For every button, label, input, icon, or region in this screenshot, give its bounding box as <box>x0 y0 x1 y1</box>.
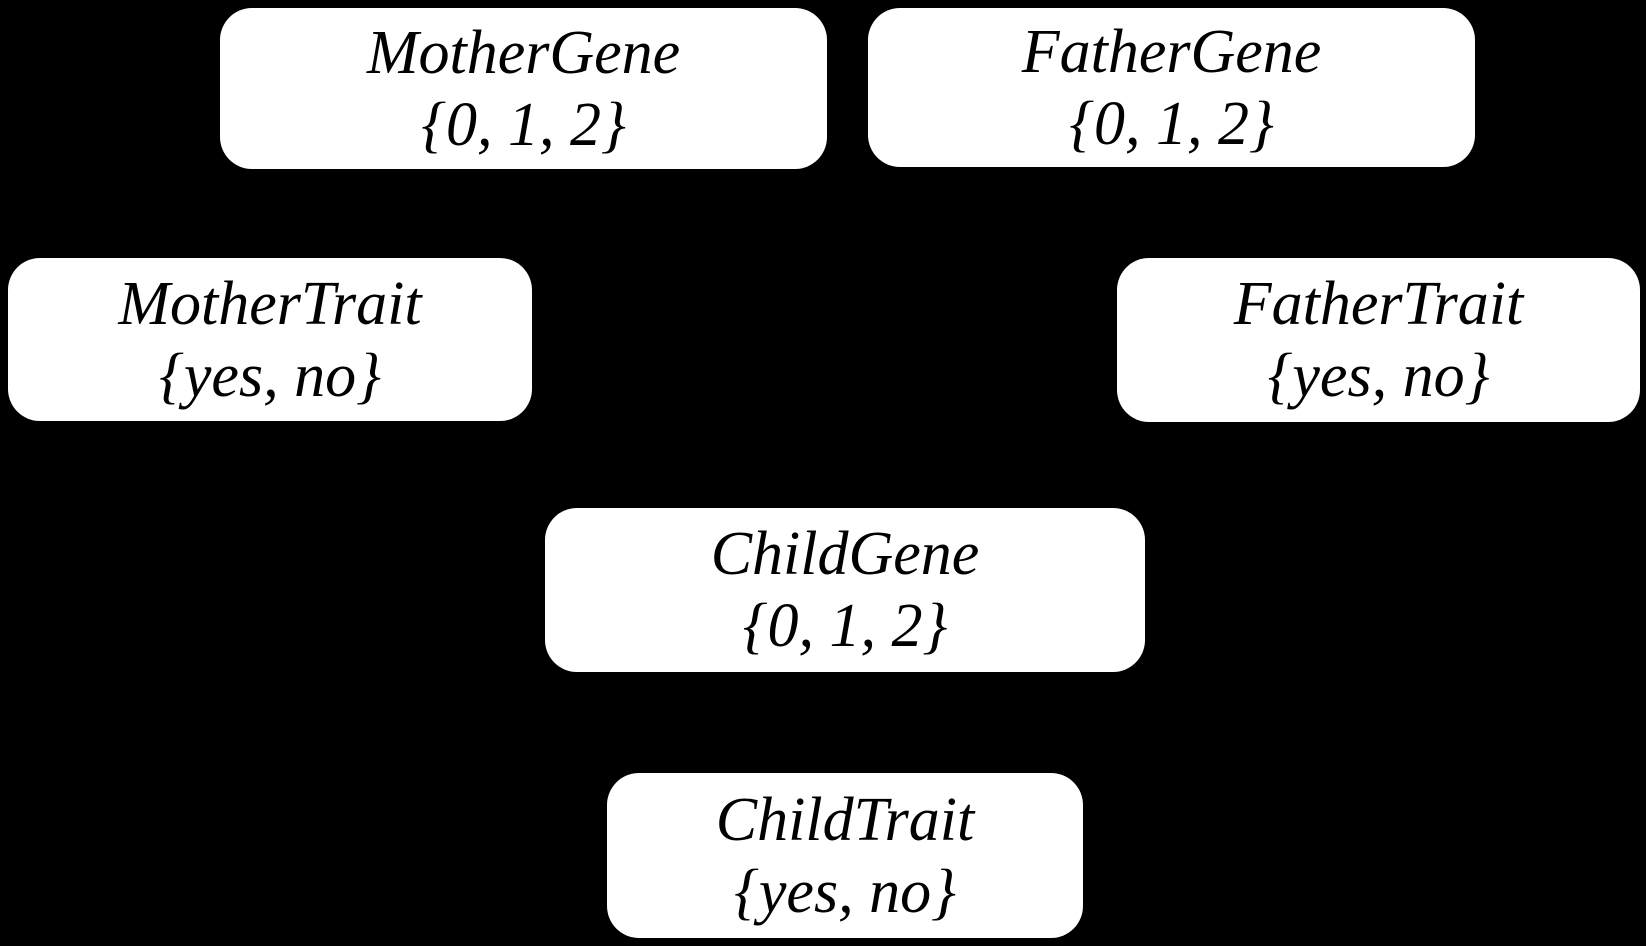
node-father-gene: FatherGene {0, 1, 2} <box>868 8 1475 167</box>
node-father-trait-values: {yes, no} <box>1267 342 1490 410</box>
node-father-gene-label: FatherGene <box>1021 17 1322 86</box>
node-child-trait: ChildTrait {yes, no} <box>607 773 1083 938</box>
node-mother-gene-values: {0, 1, 2} <box>421 90 626 159</box>
node-mother-gene-label: MotherGene <box>366 18 681 87</box>
node-mother-gene: MotherGene {0, 1, 2} <box>220 8 827 169</box>
node-mother-trait-values: {yes, no} <box>159 341 381 410</box>
node-child-gene: ChildGene {0, 1, 2} <box>545 508 1145 672</box>
node-father-trait: FatherTrait {yes, no} <box>1117 258 1640 422</box>
node-father-gene-values: {0, 1, 2} <box>1069 89 1274 158</box>
node-mother-trait-label: MotherTrait <box>118 269 422 338</box>
node-child-trait-values: {yes, no} <box>734 857 956 926</box>
node-child-gene-label: ChildGene <box>710 520 980 588</box>
node-child-trait-label: ChildTrait <box>715 785 975 854</box>
node-father-trait-label: FatherTrait <box>1233 270 1524 338</box>
node-child-gene-values: {0, 1, 2} <box>742 592 948 660</box>
node-mother-trait: MotherTrait {yes, no} <box>8 258 532 421</box>
